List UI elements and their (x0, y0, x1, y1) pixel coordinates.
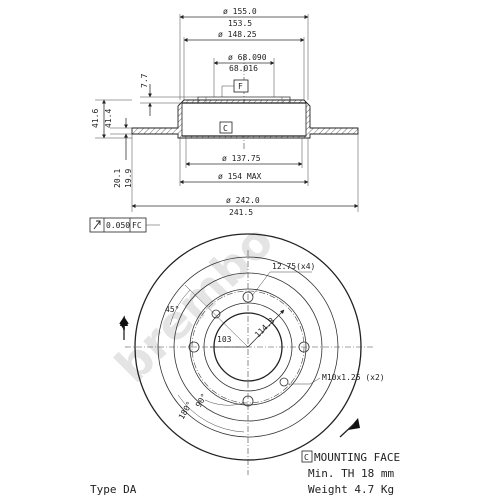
bolt-hole (188, 341, 200, 353)
dim-103: 103 (217, 335, 232, 344)
type-label: Type DA (90, 483, 137, 496)
bolt-hole (242, 395, 254, 407)
mounting-face-letter: C (304, 453, 309, 462)
dim-12-75-x4: 12.75(x4) (272, 262, 315, 271)
datum-f-label: F (238, 82, 243, 91)
bolt-hole (298, 341, 310, 353)
dim-241-5: 241.5 (229, 208, 253, 217)
mounting-face-label: MOUNTING FACE (314, 451, 400, 464)
arrow-head-left (120, 316, 128, 326)
dim-41-6: 41.6 (91, 109, 100, 128)
datum-c-label: C (223, 124, 228, 133)
dim-68-016: 68.016 (229, 64, 258, 73)
runout-icon (93, 220, 101, 230)
notes-block: C MOUNTING FACE Min. TH 18 mm Weight 4.7… (301, 450, 400, 496)
dim-19-9: 19.9 (124, 169, 133, 188)
dim-20-1: 20.1 (113, 169, 122, 188)
dim-41-4: 41.4 (104, 109, 113, 128)
weight-note: Weight 4.7 Kg (308, 483, 394, 496)
dim-153-5: 153.5 (228, 19, 252, 28)
bolt-hole (242, 291, 254, 303)
dim-45-deg: 45° (165, 305, 179, 314)
dim-90-deg: 90° (194, 392, 209, 409)
watermark-text: brembo (105, 214, 284, 393)
threaded-hole (279, 377, 289, 387)
dim-7-7: 7.7 (140, 73, 149, 88)
dim-m10-thread: M10x1.25 (x2) (322, 373, 385, 382)
disc-outer-edge (134, 233, 362, 461)
section-view: C F ø 155.0 153.5 ø 148.25 ø 68.090 68.0… (89, 7, 359, 233)
dim-154-max: ø 154 MAX (218, 172, 262, 181)
tolerance-value: 0.050 (106, 221, 130, 230)
dim-68-090: ø 68.090 (228, 53, 267, 62)
dim-114-3: 114.3 (253, 316, 277, 340)
min-thickness-note: Min. TH 18 mm (308, 467, 394, 480)
dim-148-25: ø 148.25 (218, 30, 257, 39)
dim-155-0: ø 155.0 (223, 7, 257, 16)
tolerance-ref: FC (132, 221, 142, 230)
threaded-hole (211, 309, 221, 319)
dim-137-75: ø 137.75 (222, 154, 261, 163)
dim-242-0: ø 242.0 (226, 196, 260, 205)
tolerance-frame: 0.050 FC (89, 217, 160, 233)
